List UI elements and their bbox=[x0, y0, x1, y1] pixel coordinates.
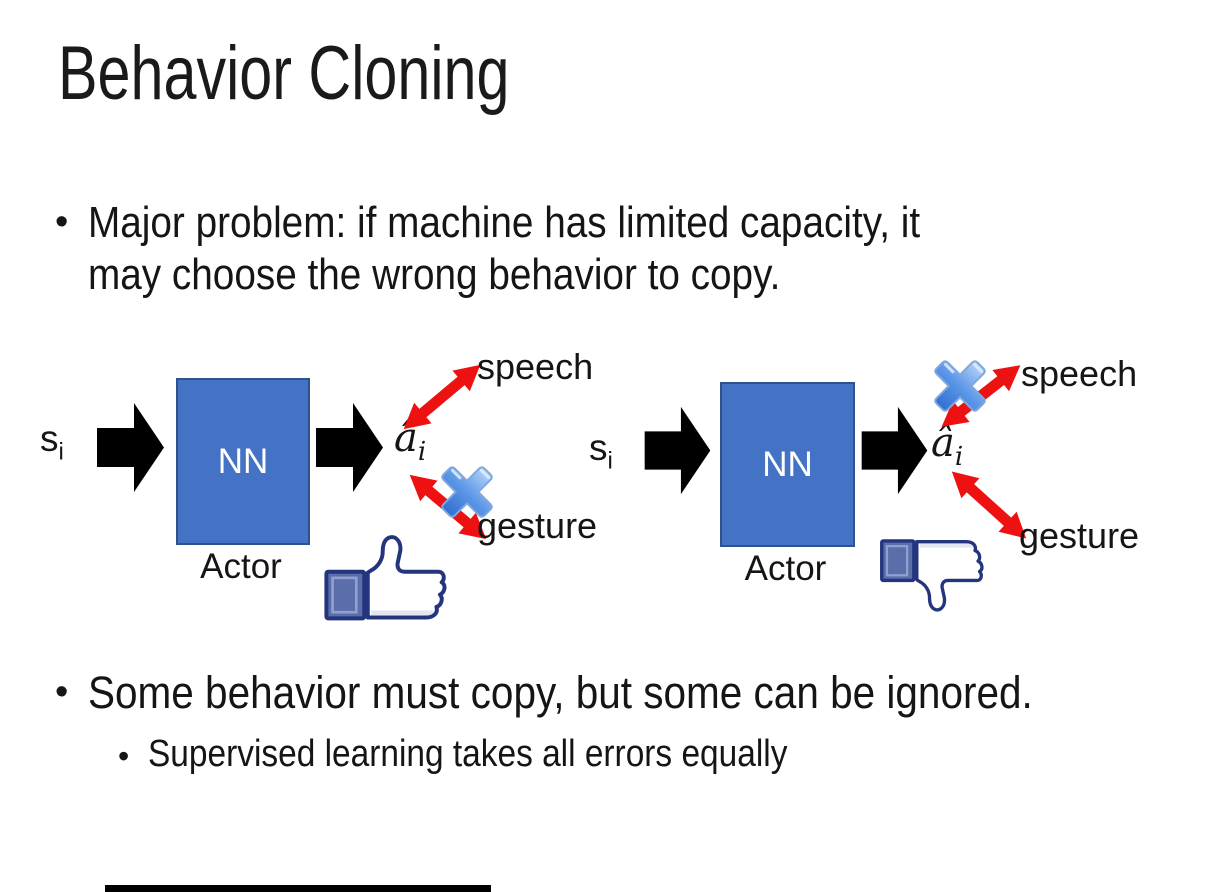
state-input-label-left: si bbox=[40, 420, 64, 464]
block-arrow-icon bbox=[644, 406, 711, 495]
bullet1-line2: may choose the wrong behavior to copy. bbox=[88, 250, 781, 299]
double-arrow-speech-icon bbox=[403, 364, 481, 430]
action-subscript: i bbox=[954, 442, 964, 472]
action-symbol: â bbox=[394, 415, 418, 461]
action-symbol: â bbox=[931, 420, 955, 466]
block-arrow-icon bbox=[316, 403, 383, 492]
speech-label-right: speech bbox=[1021, 353, 1138, 394]
page-title: Behavior Cloning bbox=[58, 31, 510, 116]
double-arrow-gesture-icon bbox=[951, 471, 1027, 539]
actor-label-right: Actor bbox=[744, 549, 827, 588]
block-arrow-icon bbox=[861, 406, 928, 495]
speech-label-left: speech bbox=[477, 346, 594, 387]
sub-bullet-text: Supervised learning takes all errors equ… bbox=[148, 733, 788, 775]
bullet2-text: Some behavior must copy, but some can be… bbox=[88, 667, 1033, 718]
action-output-label-right: âi bbox=[931, 423, 963, 470]
nn-box-right: NN bbox=[720, 382, 855, 547]
nn-box-left: NN bbox=[176, 378, 310, 545]
actor-label-left: Actor bbox=[200, 547, 282, 586]
thumbs-up-icon bbox=[324, 535, 447, 621]
bottom-cropped-bar bbox=[105, 885, 491, 892]
action-output-label-left: âi bbox=[394, 418, 426, 465]
gesture-label-left: gesture bbox=[477, 505, 598, 546]
reject-cross-icon bbox=[441, 466, 493, 518]
action-subscript: i bbox=[417, 437, 427, 467]
state-symbol: s bbox=[589, 427, 608, 468]
bullet1-line1: Major problem: if machine has limited ca… bbox=[88, 198, 921, 247]
nn-label: NN bbox=[217, 441, 269, 481]
state-input-label-right: si bbox=[589, 429, 613, 473]
gesture-label-right: gesture bbox=[1019, 515, 1140, 556]
block-arrow-icon bbox=[97, 403, 164, 492]
state-symbol: s bbox=[40, 418, 59, 459]
nn-label: NN bbox=[762, 444, 813, 484]
bullet-marker: • bbox=[55, 201, 69, 243]
bullet-marker: • bbox=[55, 671, 69, 713]
thumbs-down-icon bbox=[880, 539, 984, 612]
state-subscript: i bbox=[607, 447, 613, 475]
sub-bullet-marker: • bbox=[118, 738, 130, 774]
state-subscript: i bbox=[58, 438, 64, 466]
reject-cross-icon bbox=[934, 360, 986, 412]
